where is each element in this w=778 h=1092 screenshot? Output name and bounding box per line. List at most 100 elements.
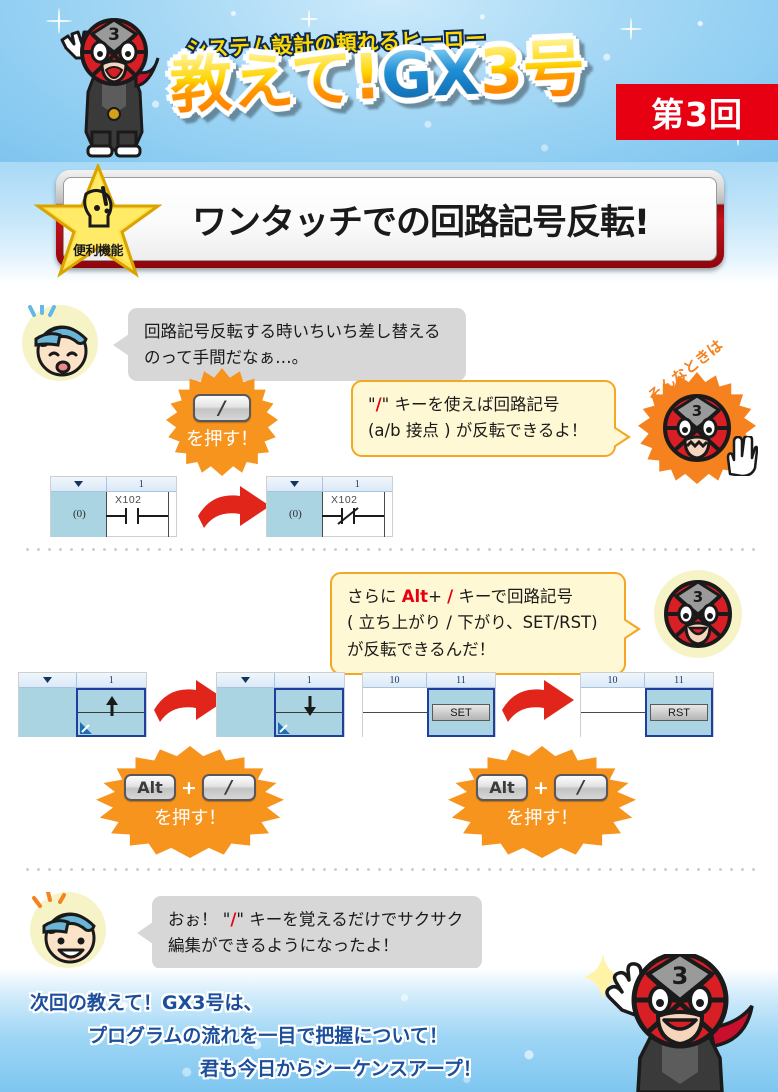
ladder-col-header-right: 1 bbox=[274, 673, 344, 688]
device-label: X102 bbox=[115, 494, 142, 506]
page-body: 回路記号反転する時いちいち差し替える のって手間だなぁ…。 そんなときは 3 / bbox=[0, 284, 778, 970]
ladder-col-header-right: 1 bbox=[322, 477, 392, 492]
page-header: 3 システム設計の頼れるヒーロー 教えて!GX3号 第3回 bbox=[0, 0, 778, 168]
bubble-line: "/" キーを使えば回路記号 bbox=[368, 392, 599, 418]
ladder-screenshot-before-set: 10 11 SET bbox=[362, 672, 496, 737]
footer-line-3: 君も今日からシーケンスアープ！ bbox=[200, 1058, 482, 1080]
bubble-line: が反転できるんだ！ bbox=[347, 639, 496, 659]
section-divider-1 bbox=[22, 548, 756, 551]
hero-number: 3 bbox=[692, 402, 702, 420]
press-alt-slash-burst-right: Alt + / を押す！ bbox=[448, 746, 636, 858]
ladder-col-header-right: 1 bbox=[106, 477, 176, 492]
hero-number: 3 bbox=[108, 25, 120, 45]
hero-face-burst-1: 3 bbox=[638, 372, 758, 484]
hand-pointer-icon bbox=[726, 436, 758, 476]
ladder-col-header-left[interactable] bbox=[51, 477, 107, 492]
key-alt[interactable]: Alt bbox=[124, 774, 177, 801]
bubble-text: " キーを使えば回路記号 bbox=[381, 395, 560, 414]
ladder-column-headers: 1 bbox=[19, 673, 146, 688]
ladder-col-header-left: 10 bbox=[363, 673, 427, 688]
rising-edge-arrow-icon bbox=[106, 696, 118, 716]
slash-key-text: / bbox=[447, 587, 454, 606]
selected-cell[interactable]: RST bbox=[645, 688, 713, 737]
chevron-down-icon bbox=[240, 677, 250, 683]
star-badge: 便利機能 bbox=[33, 161, 163, 280]
ladder-column-headers: 1 bbox=[267, 477, 392, 492]
ladder-col-header-right: 11 bbox=[645, 673, 713, 688]
speech-bubble-hero-2: さらに Alt+ / キーで回路記号 ( 立ち上がり / 下がり、SET/RST… bbox=[330, 572, 641, 676]
ladder-column-headers: 1 bbox=[217, 673, 344, 688]
selected-cell[interactable] bbox=[76, 688, 146, 737]
press-alt-slash-burst-left: Alt + / を押す！ bbox=[96, 746, 284, 858]
burst-content: Alt + / を押す！ bbox=[124, 774, 256, 830]
key-slash[interactable]: / bbox=[553, 774, 608, 801]
device-label: X102 bbox=[331, 494, 358, 506]
column-divider bbox=[384, 492, 385, 537]
ladder-body: (0) X102 bbox=[267, 492, 392, 537]
bubble-line: ( 立ち上がり / 下がり、SET/RST) bbox=[347, 613, 598, 633]
slash-key-text: / bbox=[230, 910, 237, 929]
section-title-bar: ワンタッチでの回路記号反転! bbox=[56, 170, 724, 268]
key-alt[interactable]: Alt bbox=[476, 774, 529, 801]
hero-mascot-footer: 3 bbox=[605, 954, 754, 1092]
title-part-3: 3号 bbox=[478, 30, 587, 109]
transform-arrow-icon bbox=[198, 486, 270, 528]
plus-sign: + bbox=[533, 776, 549, 799]
quote-open: " bbox=[368, 395, 376, 414]
bubble-text: キーで回路記号 bbox=[453, 587, 573, 606]
burst-label: を押す！ bbox=[505, 808, 579, 829]
alt-key-text: Alt bbox=[401, 587, 429, 606]
plus-sign: + bbox=[181, 776, 197, 799]
sparkle-icon bbox=[620, 18, 642, 40]
footer-line-2: プログラムの流れを一目で把握について！ bbox=[88, 1025, 448, 1047]
instruction-box: SET bbox=[432, 704, 490, 721]
hero-mascot-full: 3 bbox=[60, 18, 160, 158]
ladder-body bbox=[217, 688, 344, 737]
ladder-screenshot-before-contact: 1 (0) X102 bbox=[50, 476, 177, 537]
title-part-2: GX bbox=[379, 35, 482, 113]
instruction-box: RST bbox=[650, 704, 708, 721]
bubble-text: おぉ！ " bbox=[168, 910, 231, 929]
ladder-column-headers: 10 11 bbox=[581, 673, 713, 688]
worker-worried-icon bbox=[28, 303, 88, 377]
title-bar-zone: ワンタッチでの回路記号反転! 便利機能 bbox=[0, 161, 778, 284]
power-rail bbox=[106, 492, 107, 537]
section-title-text: ワンタッチでの回路記号反転! bbox=[192, 202, 650, 243]
bubble-text: + bbox=[428, 587, 448, 606]
header-title-block: システム設計の頼れるヒーロー 教えて!GX3号 bbox=[170, 20, 600, 150]
speech-bubble-hero-1: "/" キーを使えば回路記号 (a/b 接点 ) が反転できるよ！ bbox=[351, 380, 631, 457]
bubble-text: " キーを覚えるだけでサクサク bbox=[236, 910, 464, 929]
rung-line bbox=[581, 712, 647, 713]
ladder-col-header-left: 10 bbox=[581, 673, 645, 688]
speech-bubble-worker-1: 回路記号反転する時いちいち差し替える のって手間だなぁ…。 bbox=[113, 308, 466, 382]
rung-line bbox=[363, 712, 429, 713]
bubble-line: 回路記号反転する時いちいち差し替える bbox=[144, 322, 441, 341]
ladder-body: SET bbox=[363, 688, 495, 737]
worker-happy-icon bbox=[32, 890, 96, 964]
ladder-body bbox=[19, 688, 146, 737]
key-slash[interactable]: / bbox=[201, 774, 256, 801]
section-divider-2 bbox=[22, 868, 756, 871]
press-slash-key-burst: / を押す！ bbox=[166, 368, 278, 476]
ladder-col-header-left[interactable] bbox=[19, 673, 77, 688]
no-contact-symbol bbox=[106, 508, 168, 524]
power-rail bbox=[322, 492, 323, 537]
slash-key-text: / bbox=[375, 395, 382, 414]
selected-cell[interactable] bbox=[274, 688, 344, 737]
key-combo: Alt + / bbox=[124, 774, 256, 801]
selected-cell[interactable]: SET bbox=[427, 688, 495, 737]
avatar-worker-happy bbox=[30, 890, 106, 968]
ladder-col-header-left[interactable] bbox=[217, 673, 275, 688]
key-slash[interactable]: / bbox=[192, 393, 251, 422]
issue-number-badge: 第3回 bbox=[616, 84, 778, 140]
transform-arrow-icon bbox=[154, 680, 226, 722]
bubble-line: さらに Alt+ / キーで回路記号 bbox=[347, 584, 609, 610]
chevron-down-icon bbox=[42, 677, 52, 683]
chevron-down-icon bbox=[73, 481, 83, 487]
ladder-col-header-left[interactable] bbox=[267, 477, 323, 492]
transform-arrow-icon bbox=[502, 680, 574, 722]
bubble-line: おぉ！ "/" キーを覚えるだけでサクサク bbox=[168, 907, 466, 933]
falling-edge-arrow-icon bbox=[304, 696, 316, 716]
avatar-worker-worried bbox=[22, 303, 98, 381]
page-footer: 次回の教えて！GX3号は、 プログラムの流れを一目で把握について！ 君も今日から… bbox=[0, 954, 778, 1092]
